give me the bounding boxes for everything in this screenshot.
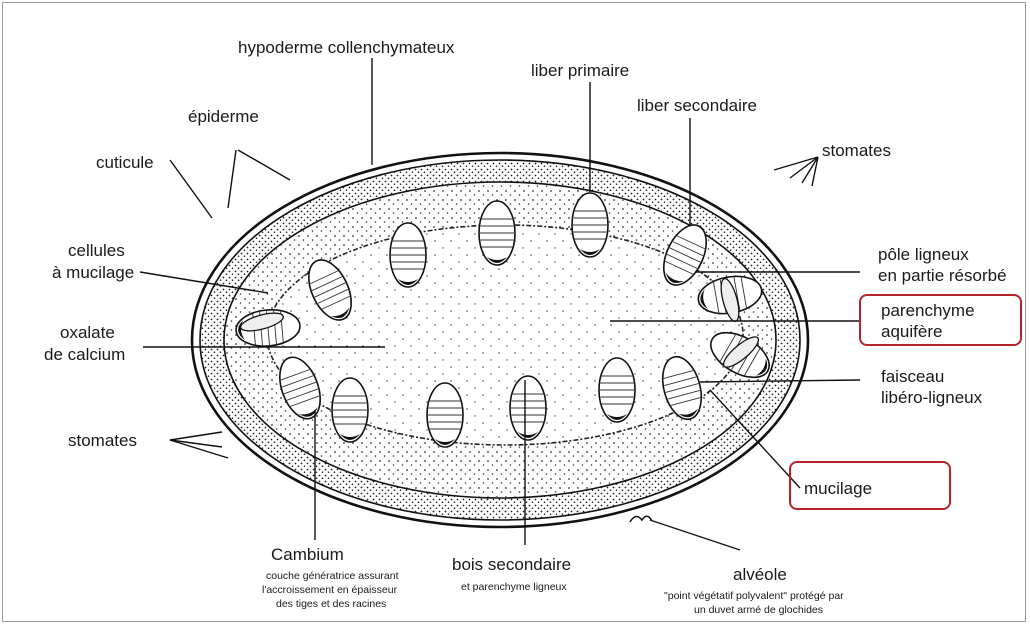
- alveole-description-1: "point végétatif polyvalent" protégé par: [664, 590, 844, 603]
- label-cellules-mucilage-1: cellules: [68, 240, 125, 261]
- label-bois-secondaire: bois secondaire: [452, 554, 571, 575]
- label-oxalate-2: de calcium: [44, 344, 125, 365]
- label-liber-secondaire: liber secondaire: [637, 95, 757, 116]
- label-cambium: Cambium: [271, 544, 344, 565]
- vascular-bundle: [479, 201, 515, 265]
- label-cellules-mucilage-2: à mucilage: [52, 262, 134, 283]
- label-faisceau-2: libéro-ligneux: [881, 387, 982, 408]
- label-stomates-top: stomates: [822, 140, 891, 161]
- alveole-description-2: un duvet armé de glochides: [694, 604, 823, 617]
- bois-description: et parenchyme ligneux: [461, 581, 567, 594]
- vascular-bundle: [510, 376, 546, 440]
- vascular-bundle: [332, 378, 368, 442]
- label-liber-primaire: liber primaire: [531, 60, 629, 81]
- alveole-mark: [630, 516, 652, 522]
- label-pole-ligneux-2: en partie résorbé: [878, 265, 1007, 286]
- cambium-description-1: couche génératrice assurant: [266, 570, 399, 583]
- cambium-description-3: des tiges et des racines: [276, 598, 386, 611]
- label-mucilage: mucilage: [804, 478, 872, 499]
- label-cuticule: cuticule: [96, 152, 154, 173]
- label-parenchyme-1: parenchyme: [881, 300, 975, 321]
- label-epiderme: épiderme: [188, 106, 259, 127]
- cambium-description-2: l'accroissement en épaisseur: [262, 584, 397, 597]
- label-hypoderme: hypoderme collenchymateux: [238, 37, 454, 58]
- vascular-bundle: [427, 383, 463, 447]
- label-parenchyme-2: aquifère: [881, 321, 942, 342]
- vascular-bundle: [572, 193, 608, 257]
- label-alveole: alvéole: [733, 564, 787, 585]
- vascular-bundle: [599, 358, 635, 422]
- label-faisceau-1: faisceau: [881, 366, 944, 387]
- label-oxalate-1: oxalate: [60, 322, 115, 343]
- label-pole-ligneux-1: pôle ligneux: [878, 244, 969, 265]
- vascular-bundle: [390, 223, 426, 287]
- label-stomates-left: stomates: [68, 430, 137, 451]
